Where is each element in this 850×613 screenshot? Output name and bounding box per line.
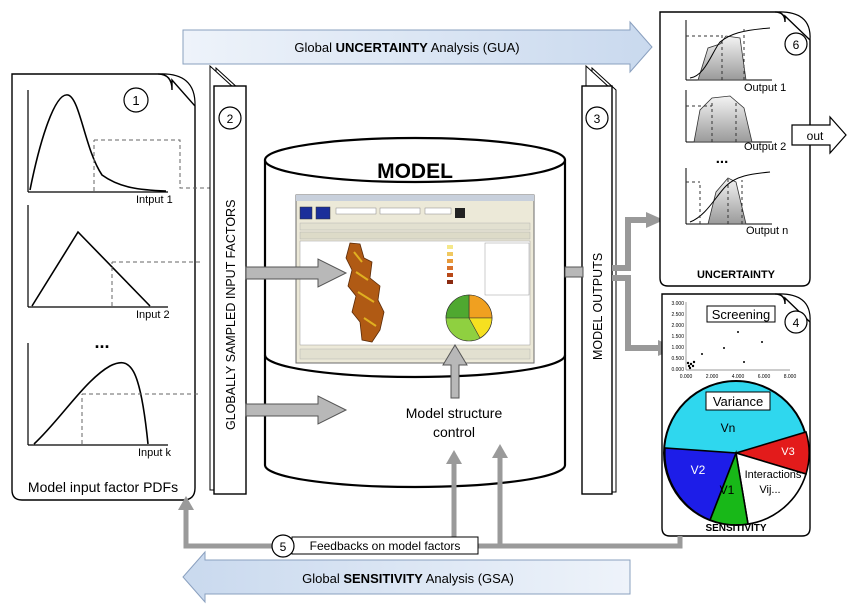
svg-text:Vn: Vn xyxy=(721,421,736,435)
svg-text:5: 5 xyxy=(280,540,287,554)
svg-text:V1: V1 xyxy=(720,483,735,497)
svg-text:2.000: 2.000 xyxy=(706,374,719,380)
out-arrow: out xyxy=(791,115,847,155)
step-2-badge xyxy=(218,106,242,130)
output-n-chart: Output n xyxy=(685,168,788,237)
svg-text:Input k: Input k xyxy=(138,447,172,459)
svg-text:...: ... xyxy=(94,332,109,352)
output-1-chart: Output 1 xyxy=(685,20,786,94)
sensitivity-title: SENSITIVITY xyxy=(705,523,766,534)
outputs-label: MODEL OUTPUTS xyxy=(591,253,605,360)
play-icon xyxy=(299,206,313,220)
variance-pie: Variance Vn V3 V2 V1 Interactions Vij... xyxy=(663,380,810,526)
svg-text:Vij...: Vij... xyxy=(759,484,780,496)
feedback-callout: Feedbacks on model factors 5 xyxy=(271,534,479,558)
sampling-leaders xyxy=(82,139,215,395)
step-4-badge xyxy=(784,310,808,334)
sampler-label: GLOBALLY SAMPLED INPUT FACTORS xyxy=(224,200,238,430)
model-cylinder: MODEL xyxy=(263,136,567,489)
uncertainty-title: UNCERTAINTY xyxy=(697,269,776,281)
structure-control-arrow xyxy=(442,344,468,399)
svg-text:Output n: Output n xyxy=(746,225,788,237)
structure-control-line2: control xyxy=(433,424,475,440)
svg-text:3: 3 xyxy=(594,112,601,126)
svg-text:1.500: 1.500 xyxy=(671,334,684,340)
gua-label: Global UNCERTAINTY Analysis (GUA) xyxy=(294,40,519,55)
sensitivity-panel: 4 3.000 2.500 2.000 1.500 1.000 0.500 0.… xyxy=(661,293,811,537)
svg-text:3.000: 3.000 xyxy=(671,301,684,307)
output-2-chart: Output 2 xyxy=(685,90,786,153)
gsa-label: Global SENSITIVITY Analysis (GSA) xyxy=(302,571,514,586)
model-title: MODEL xyxy=(377,160,453,183)
svg-text:V2: V2 xyxy=(691,463,706,477)
step-6-badge xyxy=(784,32,808,56)
svg-text:0.000: 0.000 xyxy=(680,374,693,380)
feedback-label: Feedbacks on model factors xyxy=(310,539,461,553)
outputs-column: 3 MODEL OUTPUTS xyxy=(581,64,617,495)
gsa-banner: Global SENSITIVITY Analysis (GSA) xyxy=(182,550,631,604)
svg-text:V3: V3 xyxy=(781,446,794,458)
svg-text:2.000: 2.000 xyxy=(671,323,684,329)
uncertainty-panel: 6 Output 1 Output 2 ... xyxy=(659,11,811,287)
model-to-outputs-arrow xyxy=(564,266,584,278)
svg-text:2.500: 2.500 xyxy=(671,312,684,318)
svg-text:out: out xyxy=(807,129,824,143)
svg-text:2: 2 xyxy=(227,112,234,126)
svg-text:...: ... xyxy=(716,150,729,167)
svg-text:1: 1 xyxy=(132,93,139,108)
svg-text:1.000: 1.000 xyxy=(671,345,684,351)
svg-text:Output 1: Output 1 xyxy=(744,82,786,94)
pdf-chart-k: Input k xyxy=(27,343,172,459)
svg-text:8.000: 8.000 xyxy=(784,374,797,380)
sampler-column: 2 GLOBALLY SAMPLED INPUT FACTORS xyxy=(209,64,247,495)
svg-text:4: 4 xyxy=(793,316,800,330)
structure-control-line1: Model structure xyxy=(406,405,503,421)
svg-text:6: 6 xyxy=(793,38,800,52)
fast-forward-icon xyxy=(315,206,331,220)
pdf-chart-1: Intput 1 xyxy=(27,90,173,206)
step-1-badge xyxy=(123,87,149,113)
svg-text:Interactions: Interactions xyxy=(745,469,802,481)
svg-text:6.000: 6.000 xyxy=(758,374,771,380)
gua-banner: Global UNCERTAINTY Analysis (GUA) xyxy=(182,20,653,74)
input-panel-caption: Model input factor PDFs xyxy=(28,479,178,495)
svg-text:Output 2: Output 2 xyxy=(744,141,786,153)
screening-scatter: 3.000 2.500 2.000 1.500 1.000 0.500 0.00… xyxy=(671,301,796,380)
svg-text:Intput 1: Intput 1 xyxy=(136,194,173,206)
input-pdf-panel: 1 Intput 1 Input 2 ... Input k Model inp… xyxy=(11,73,196,501)
svg-text:0.500: 0.500 xyxy=(671,356,684,362)
variance-label: Variance xyxy=(713,394,763,409)
svg-text:Input 2: Input 2 xyxy=(136,309,170,321)
model-software-window xyxy=(295,194,535,364)
svg-text:4.000: 4.000 xyxy=(732,374,745,380)
branch-arrows xyxy=(612,217,660,351)
svg-text:0.000: 0.000 xyxy=(671,367,684,373)
step-5-badge xyxy=(271,534,295,558)
pdf-chart-2: Input 2 xyxy=(27,205,170,321)
step-3-badge xyxy=(585,106,609,130)
input-arrows xyxy=(245,258,348,425)
screening-label: Screening xyxy=(712,307,771,322)
